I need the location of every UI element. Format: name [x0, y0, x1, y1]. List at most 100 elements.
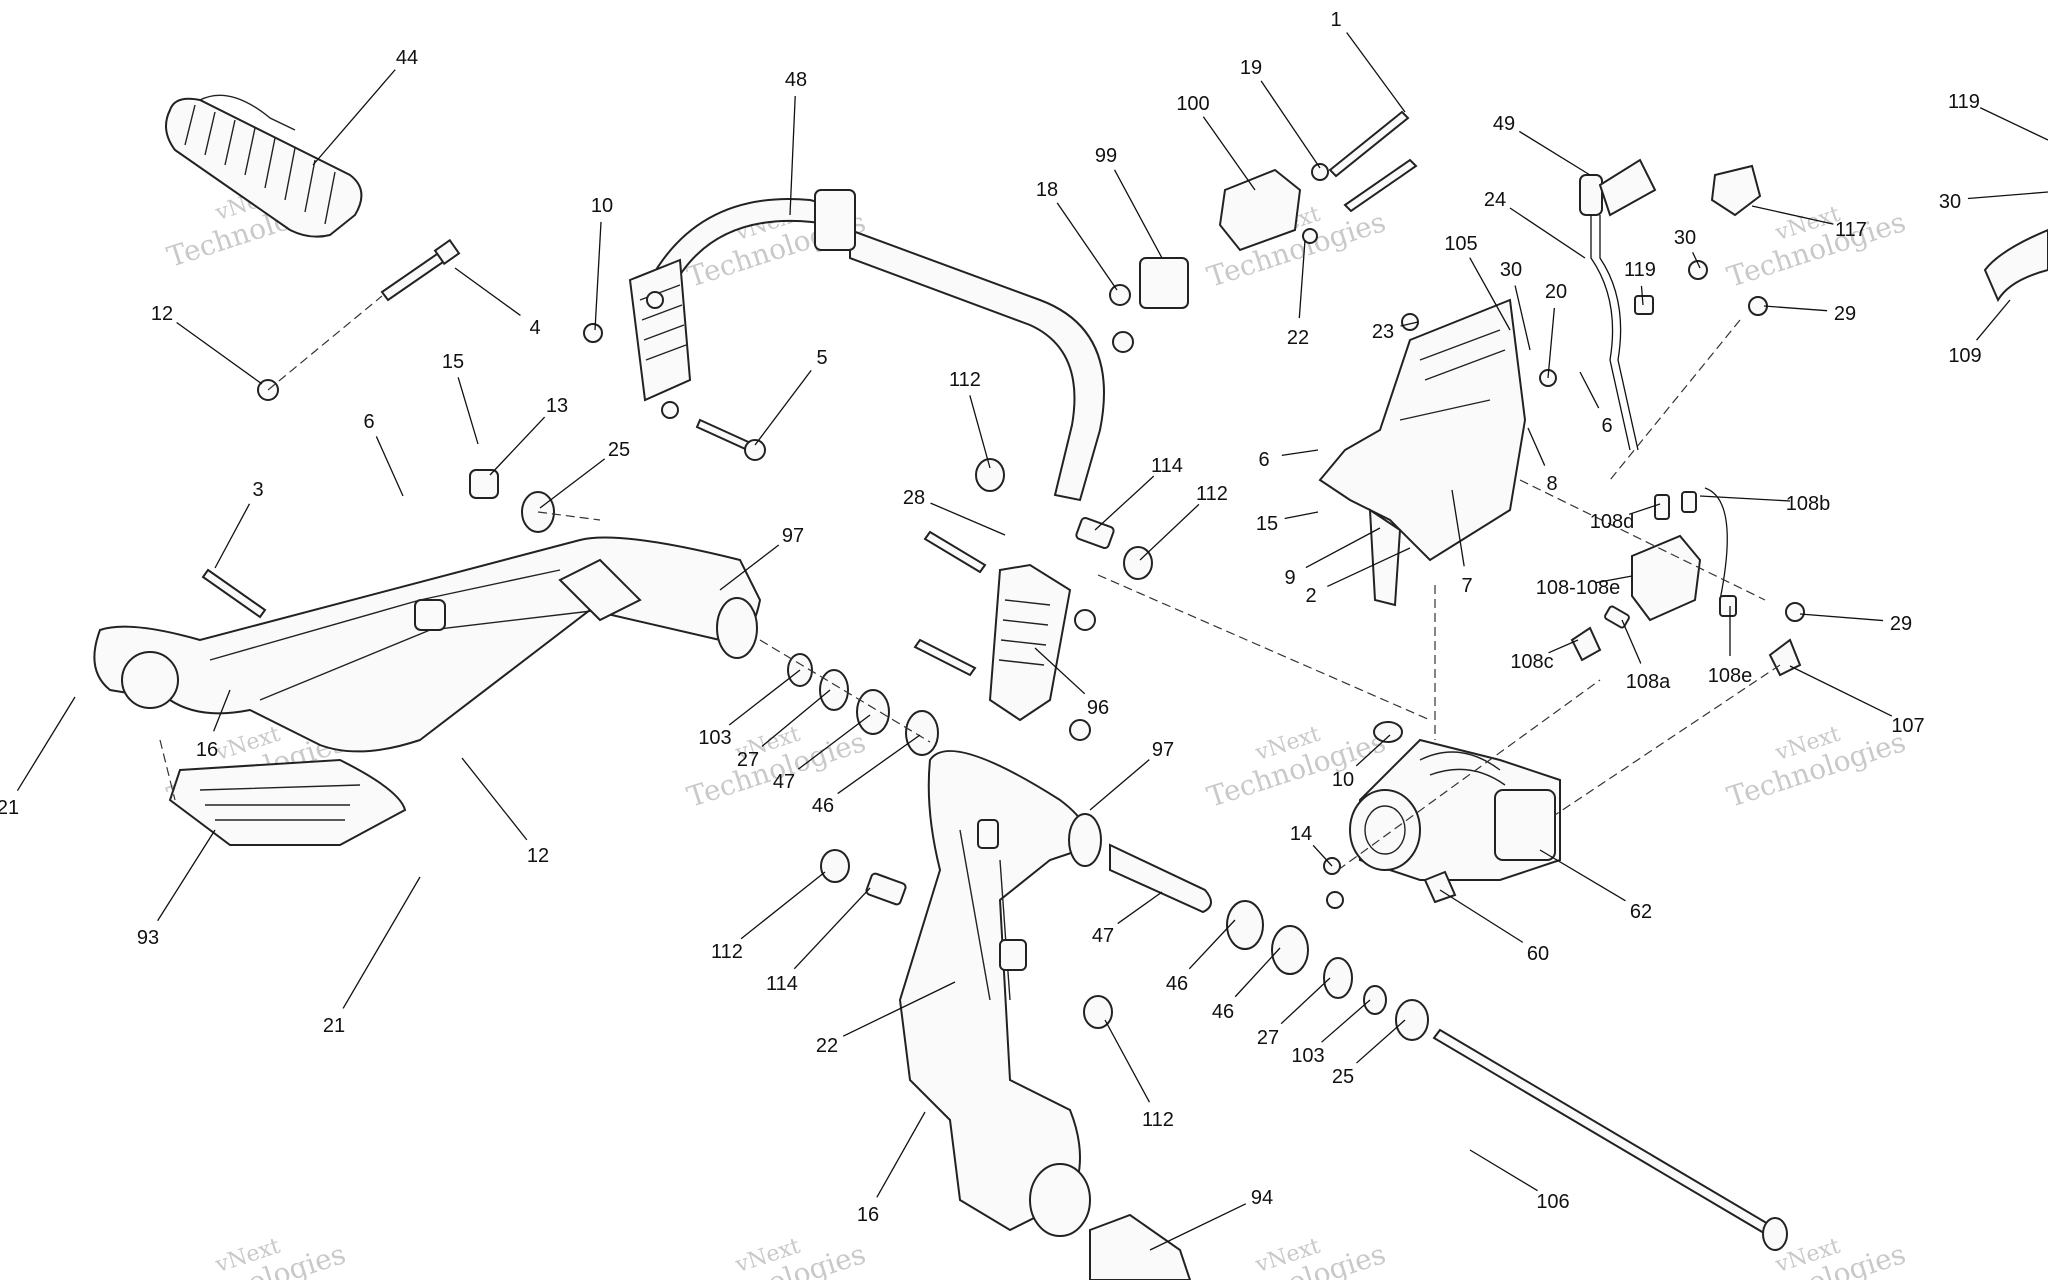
- callout-label: 28: [903, 487, 925, 509]
- callout-l46b: 46: [1166, 919, 1236, 995]
- leader-line: [1312, 844, 1333, 867]
- callout-l18: 18: [1036, 179, 1118, 291]
- leader-line: [876, 1111, 926, 1198]
- part-bolt-1: [1328, 110, 1410, 178]
- leader-line: [761, 689, 831, 748]
- leader-line: [1298, 239, 1306, 319]
- callout-l114b: 114: [766, 887, 871, 995]
- leader-line: [1284, 511, 1319, 520]
- callout-l112c: 112: [711, 871, 826, 963]
- callout-label: 108b: [1786, 493, 1831, 515]
- leader-line: [969, 395, 991, 469]
- callout-label: 16: [857, 1204, 879, 1226]
- callout-label: 30: [1939, 191, 1961, 213]
- callout-label: 24: [1484, 189, 1506, 211]
- leader-line: [1527, 427, 1546, 466]
- part-actuator-62: [1349, 738, 1561, 881]
- leader-line: [213, 689, 231, 732]
- callout-label: 1: [1330, 9, 1341, 31]
- callout-l108a: 108a: [1621, 619, 1671, 693]
- part-clamp-100: [1218, 168, 1302, 252]
- callout-l108b: 108b: [1699, 493, 1831, 515]
- callout-label: 13: [546, 395, 568, 417]
- callout-label: 12: [151, 303, 173, 325]
- callout-label: 2: [1305, 585, 1316, 607]
- leader-line: [214, 503, 251, 569]
- callout-l103a: 103: [698, 669, 801, 749]
- callout-label: 100: [1176, 93, 1209, 115]
- part-bearing-47a: [856, 689, 890, 735]
- callout-l27b: 27: [1257, 977, 1331, 1049]
- leader-line: [1976, 299, 2011, 341]
- leader-line: [1595, 575, 1633, 584]
- callout-l15b: 15: [1256, 511, 1319, 535]
- part-seal-27a: [819, 669, 849, 711]
- leader-line: [1104, 1019, 1151, 1103]
- callout-label: 8: [1546, 473, 1557, 495]
- part-bushing-13: [469, 469, 499, 499]
- callout-l46c: 46: [1212, 947, 1281, 1023]
- leader-line: [1979, 107, 2048, 141]
- part-clamp-30b: [1688, 260, 1708, 280]
- callout-label: 15: [1256, 513, 1278, 535]
- leader-line: [1117, 891, 1163, 925]
- callout-l119a: 119: [1624, 259, 1656, 306]
- callout-l2: 2: [1305, 547, 1411, 607]
- callout-l49: 49: [1493, 113, 1591, 176]
- callout-label: 93: [137, 927, 159, 949]
- part-a-arm-upper-left: [93, 536, 762, 753]
- callout-l105: 105: [1444, 233, 1511, 331]
- leader-line: [454, 267, 521, 316]
- leader-line: [789, 95, 796, 216]
- leader-line: [1034, 647, 1086, 695]
- callout-l97a: 97: [719, 525, 804, 591]
- part-sleeve-47b: [1109, 843, 1212, 914]
- part-skid-plate-94: [1089, 1213, 1192, 1280]
- leader-line: [1113, 169, 1163, 259]
- callout-l21b: 21: [323, 876, 421, 1037]
- callout-l3: 3: [214, 479, 264, 569]
- part-bearing-46b: [1226, 900, 1264, 950]
- part-bushing-99: [1139, 257, 1189, 309]
- callout-l23: 23: [1372, 321, 1419, 343]
- leader-line: [176, 321, 263, 385]
- callout-l9: 9: [1284, 527, 1381, 589]
- part-bearing-46a: [905, 710, 939, 756]
- part-bushing-103b: [1363, 985, 1387, 1015]
- callout-l99: 99: [1095, 145, 1163, 259]
- leader-line: [1469, 1149, 1538, 1192]
- callout-l30b: 30: [1674, 227, 1701, 269]
- leader-line: [728, 669, 801, 726]
- callout-l6b: 6: [1579, 371, 1613, 437]
- part-nut-18b: [1112, 331, 1134, 353]
- part-washer-22a: [1302, 228, 1318, 244]
- leader-line: [1967, 191, 2048, 200]
- callout-label: 97: [1152, 739, 1174, 761]
- callout-label: 108a: [1626, 671, 1671, 693]
- leader-line: [1751, 205, 1834, 225]
- callout-l16a: 16: [196, 689, 231, 761]
- callout-l106: 106: [1469, 1149, 1570, 1213]
- callout-label: 108d: [1590, 511, 1635, 533]
- callout-label: 46: [1166, 973, 1188, 995]
- callout-label: 14: [1290, 823, 1312, 845]
- callout-l112d: 112: [1104, 1019, 1174, 1131]
- leader-line: [1280, 977, 1331, 1025]
- leader-line: [1281, 449, 1319, 457]
- callout-label: 96: [1087, 697, 1109, 719]
- callout-label: 7: [1461, 575, 1472, 597]
- callout-label: 27: [737, 749, 759, 771]
- callout-l117: 117: [1751, 205, 1867, 241]
- callout-label: 97: [782, 525, 804, 547]
- part-nut-10: [583, 323, 603, 343]
- part-nut-29b: [1785, 602, 1805, 622]
- callout-l46a: 46: [812, 734, 921, 817]
- leader-line: [1548, 639, 1579, 654]
- part-bushing-112d: [1083, 995, 1113, 1029]
- callout-label: 60: [1527, 943, 1549, 965]
- callout-label: 108e: [1708, 665, 1753, 687]
